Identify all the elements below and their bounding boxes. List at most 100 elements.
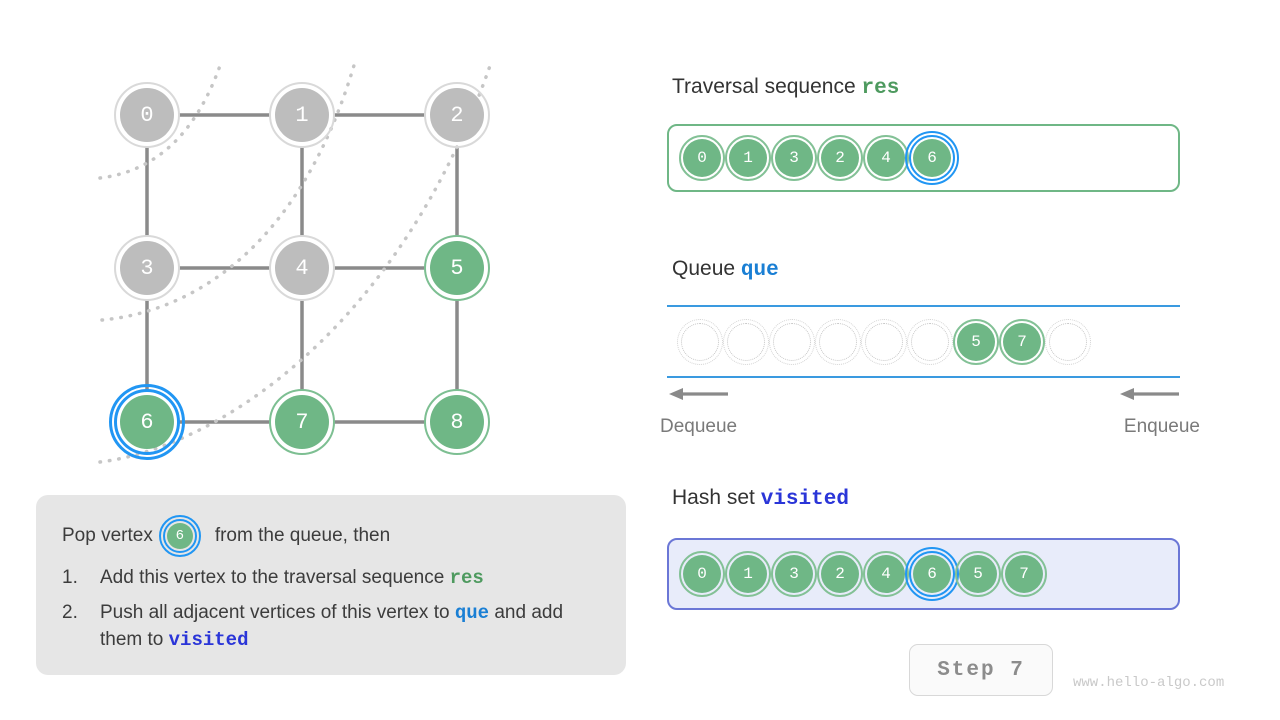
- res-cell[interactable]: 2: [817, 135, 863, 181]
- queue-cell[interactable]: [861, 318, 907, 365]
- enqueue-label: Enqueue: [1123, 416, 1200, 437]
- node-ring: [269, 235, 335, 301]
- graph-node-5[interactable]: 5: [424, 235, 490, 301]
- hash-cell[interactable]: 1: [725, 551, 771, 597]
- cell-value: 5: [973, 565, 983, 583]
- res-cell[interactable]: 6: [905, 131, 959, 185]
- cell-ring-outer: [815, 318, 861, 365]
- cell-ring: [955, 551, 1001, 597]
- description-box: Pop vertex 6 from the queue, then 1.Add …: [36, 495, 626, 675]
- res-section-title: Traversal sequence res: [672, 75, 899, 100]
- cell-ring: [999, 318, 1045, 365]
- queue-cell[interactable]: [907, 318, 953, 365]
- hash-title-plain: Hash set: [672, 486, 755, 509]
- node-label: 4: [295, 255, 309, 281]
- step-number: 2.: [62, 601, 78, 623]
- node-ring-outer: [109, 384, 185, 460]
- frontier-curve-3: [98, 58, 494, 464]
- step-text-part: Push all adjacent vertices of this verte…: [100, 601, 455, 623]
- graph-panel: 0 1 2 3 4 5 6 7 8: [0, 0, 640, 490]
- graph-node-2[interactable]: 2: [424, 82, 490, 148]
- res-cell[interactable]: 4: [863, 135, 909, 181]
- queue-bottom-rail: [667, 376, 1180, 378]
- hash-cell[interactable]: 2: [817, 551, 863, 597]
- cell-ring: [771, 551, 817, 597]
- cell-value: 0: [697, 149, 707, 167]
- frontier-curve-2: [100, 60, 357, 322]
- cell-value: 3: [789, 149, 799, 167]
- graph-node-7[interactable]: 7: [269, 389, 335, 455]
- cell-ring-outer: [723, 318, 769, 365]
- node-ring: [424, 389, 490, 455]
- queue-title-code: que: [740, 259, 779, 282]
- node-label: 8: [450, 409, 464, 435]
- graph-node-3[interactable]: 3: [114, 235, 180, 301]
- queue-cell[interactable]: 5: [953, 318, 999, 365]
- res-cell[interactable]: 3: [771, 135, 817, 181]
- step-text-part: and add them to: [100, 601, 564, 650]
- step-text: Push all adjacent vertices of this verte…: [100, 600, 600, 654]
- description-steps: 1.Add this vertex to the traversal seque…: [62, 565, 600, 654]
- cell-ring: [679, 551, 725, 597]
- queue-cell[interactable]: [769, 318, 815, 365]
- cell-value: 2: [835, 149, 845, 167]
- hash-cell[interactable]: 0: [679, 551, 725, 597]
- queue-labels: Dequeue Enqueue: [660, 416, 1200, 438]
- cell-ring: [725, 135, 771, 181]
- node-ring: [114, 82, 180, 148]
- cell-ring: [817, 551, 863, 597]
- graph-node-4[interactable]: 4: [269, 235, 335, 301]
- dequeue-arrow-icon: [669, 388, 728, 400]
- cell-ring-outer: [905, 131, 959, 185]
- node-ring: [269, 82, 335, 148]
- graph-node-0[interactable]: 0: [114, 82, 180, 148]
- cell-ring-outer: [1045, 318, 1091, 365]
- description-step: 1.Add this vertex to the traversal seque…: [62, 565, 600, 592]
- cell-value: 5: [971, 332, 981, 351]
- node-ring: [424, 82, 490, 148]
- step-text: Add this vertex to the traversal sequenc…: [100, 565, 600, 592]
- queue-cell[interactable]: [815, 318, 861, 365]
- node-label: 7: [295, 409, 309, 435]
- enqueue-arrow-icon: [1120, 388, 1179, 400]
- hash-cell[interactable]: 3: [771, 551, 817, 597]
- description-step: 2. Push all adjacent vertices of this ver…: [62, 600, 600, 654]
- frontier-curve-1: [98, 58, 224, 180]
- queue-cell[interactable]: 7: [999, 318, 1045, 365]
- hash-cell[interactable]: 6: [905, 547, 959, 601]
- cell-ring: [725, 551, 771, 597]
- queue-cell[interactable]: [1045, 318, 1091, 365]
- res-cell[interactable]: 1: [725, 135, 771, 181]
- graph-node-6[interactable]: 6: [109, 384, 185, 460]
- res-cell[interactable]: 0: [679, 135, 725, 181]
- hash-cell[interactable]: 4: [863, 551, 909, 597]
- cell-value: 7: [1019, 565, 1029, 583]
- graph-node-1[interactable]: 1: [269, 82, 335, 148]
- cell-value: 2: [835, 565, 845, 583]
- node-ring: [269, 389, 335, 455]
- description-line-1: Pop vertex 6 from the queue, then: [62, 515, 600, 557]
- graph-node-8[interactable]: 8: [424, 389, 490, 455]
- cell-ring: [771, 135, 817, 181]
- hash-section-title: Hash set visited: [672, 486, 849, 511]
- pop-vertex-prefix: Pop vertex: [62, 525, 153, 546]
- cell-ring: [817, 135, 863, 181]
- cell-value: 3: [789, 565, 799, 583]
- node-label: 1: [295, 102, 309, 128]
- edge-group: [145, 113, 459, 424]
- res-title-code: res: [861, 77, 900, 100]
- hash-cell[interactable]: 7: [1001, 551, 1047, 597]
- queue-cell[interactable]: [677, 318, 723, 365]
- queue-section-title: Queue que: [672, 257, 779, 282]
- cell-value: 1: [743, 149, 753, 167]
- queue-cell[interactable]: [723, 318, 769, 365]
- cell-value: 4: [881, 565, 891, 583]
- code-token-visited: visited: [168, 628, 249, 651]
- hash-cell[interactable]: 5: [955, 551, 1001, 597]
